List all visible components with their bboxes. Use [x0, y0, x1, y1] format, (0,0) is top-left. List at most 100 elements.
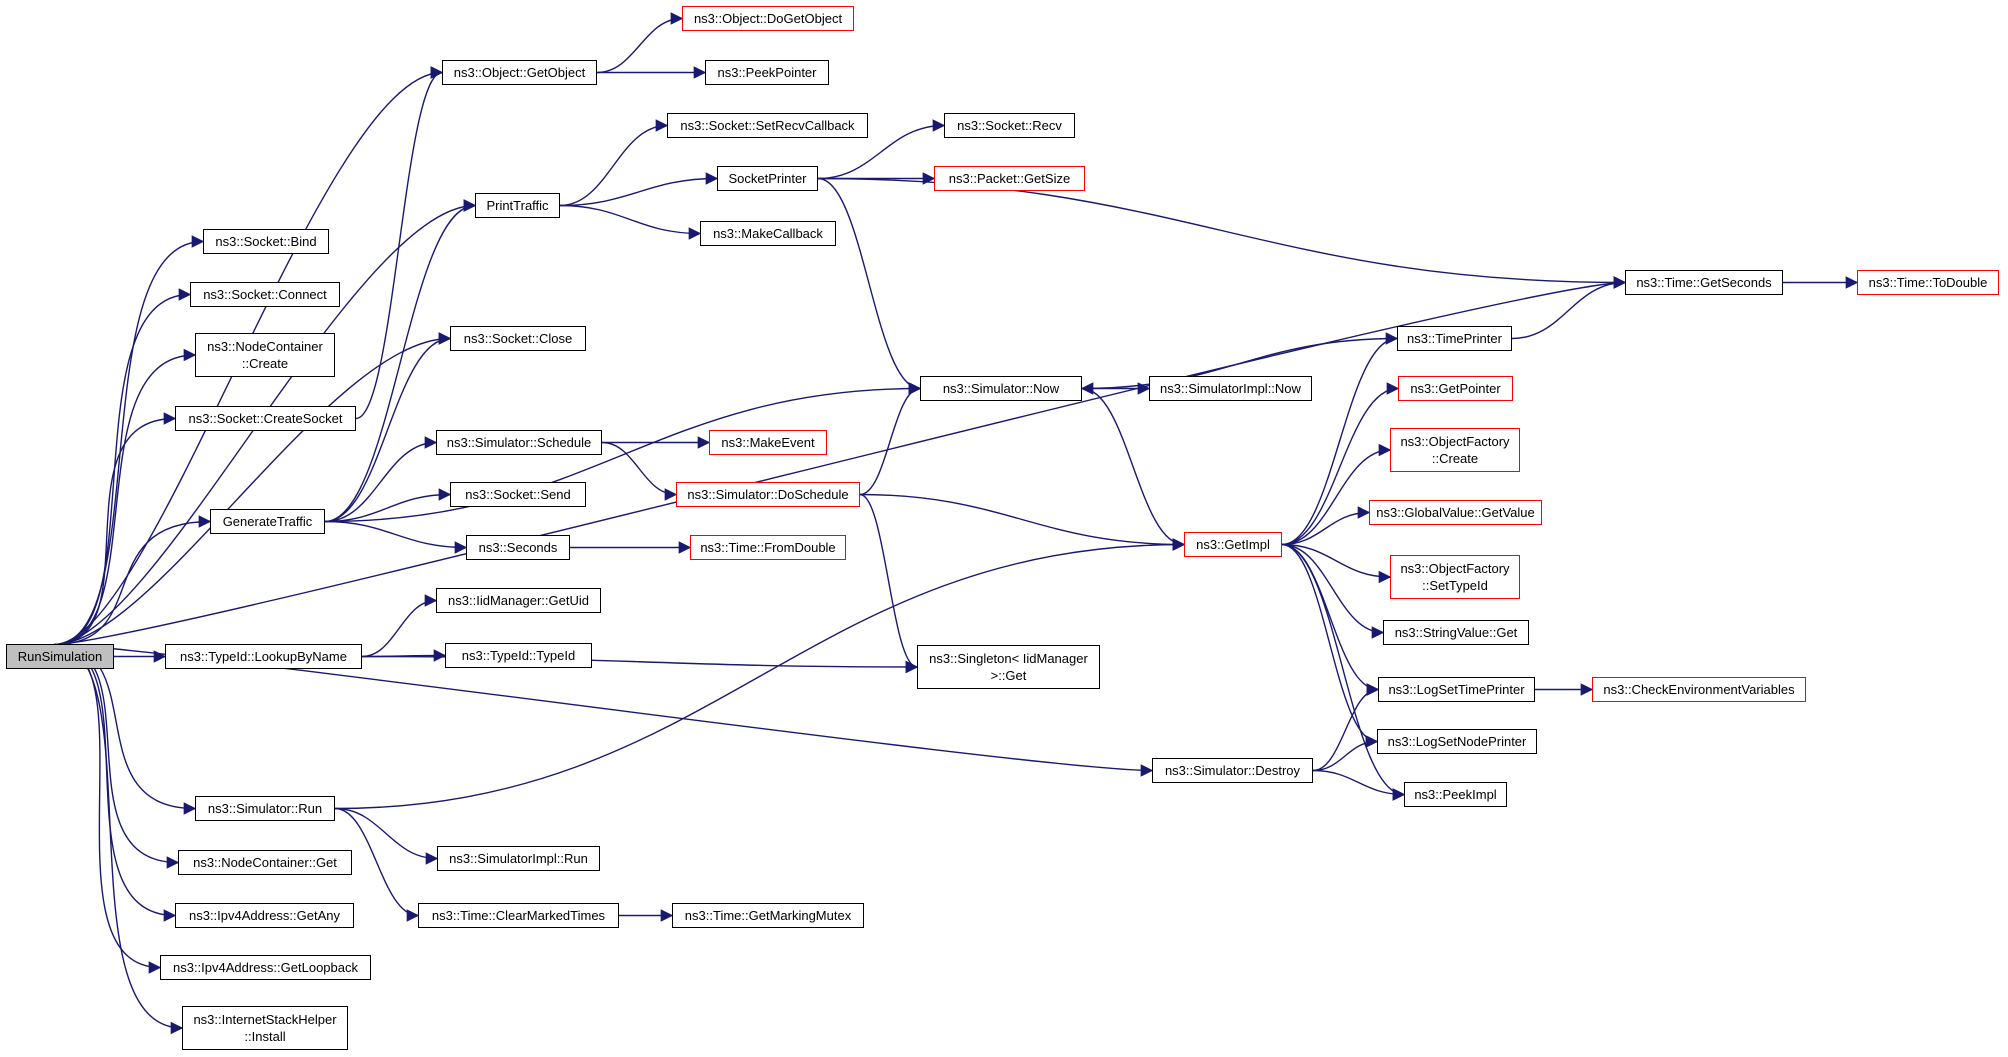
node-install[interactable]: ns3::InternetStackHelper::Install: [182, 1006, 348, 1050]
edge-schedule-to-doschedule: [601, 441, 678, 501]
node-nccreate[interactable]: ns3::NodeContainer::Create: [195, 333, 335, 377]
node-schedule[interactable]: ns3::Simulator::Schedule: [436, 430, 602, 455]
edge-root-to-getseconds: [53, 276, 1627, 646]
node-implnow[interactable]: ns3::SimulatorImpl::Now: [1149, 376, 1312, 401]
node-dogetobject[interactable]: ns3::Object::DoGetObject: [682, 6, 854, 31]
node-gentraffic[interactable]: GenerateTraffic: [210, 509, 325, 534]
node-makecallback[interactable]: ns3::MakeCallback: [700, 221, 836, 246]
edge-timeprinter-to-getseconds: [1511, 276, 1627, 340]
node-typeid[interactable]: ns3::TypeId::TypeId: [445, 643, 592, 668]
node-implrun[interactable]: ns3::SimulatorImpl::Run: [437, 846, 600, 871]
edge-sockprinter-to-simnow: [817, 177, 922, 395]
node-getseconds[interactable]: ns3::Time::GetSeconds: [1625, 270, 1783, 295]
node-gvgetvalue[interactable]: ns3::GlobalValue::GetValue: [1369, 500, 1542, 525]
edge-root-to-simrun: [53, 643, 197, 815]
node-label-line: ns3::Packet::GetSize: [948, 171, 1071, 186]
edge-root-to-ncget: [53, 643, 180, 869]
edge-getimpl-to-getpointer: [1281, 382, 1400, 546]
node-label-line: ns3::MakeCallback: [713, 226, 823, 241]
node-label-line: RunSimulation: [17, 649, 103, 664]
node-label-line: ns3::Socket::SetRecvCallback: [680, 118, 855, 133]
node-label-line: ns3::MakeEvent: [721, 435, 815, 450]
edge-printtraffic-to-makecallback: [559, 204, 702, 240]
node-getobject[interactable]: ns3::Object::GetObject: [442, 60, 597, 85]
node-timeprinter[interactable]: ns3::TimePrinter: [1397, 326, 1512, 351]
node-svget[interactable]: ns3::StringValue::Get: [1383, 620, 1529, 645]
node-ofcreate[interactable]: ns3::ObjectFactory::Create: [1390, 428, 1520, 472]
node-getimpl[interactable]: ns3::GetImpl: [1184, 532, 1282, 557]
node-close[interactable]: ns3::Socket::Close: [450, 326, 586, 351]
node-lognode[interactable]: ns3::LogSetNodePrinter: [1377, 729, 1537, 754]
edge-getobject-to-dogetobject: [596, 12, 684, 74]
edge-gentraffic-to-seconds: [324, 520, 468, 554]
node-label-line: ns3::Time::ToDouble: [1868, 275, 1988, 290]
node-bind[interactable]: ns3::Socket::Bind: [203, 229, 329, 254]
node-label-line: ns3::LogSetNodePrinter: [1387, 734, 1527, 749]
edge-doschedule-to-singleton: [859, 493, 919, 674]
node-recv[interactable]: ns3::Socket::Recv: [944, 113, 1075, 138]
node-destroy[interactable]: ns3::Simulator::Destroy: [1152, 758, 1313, 783]
node-todouble[interactable]: ns3::Time::ToDouble: [1857, 270, 1999, 295]
node-label-line: ::Create: [241, 356, 289, 371]
node-getpointer[interactable]: ns3::GetPointer: [1398, 376, 1513, 401]
node-logtime[interactable]: ns3::LogSetTimePrinter: [1378, 677, 1535, 702]
node-peekpointer[interactable]: ns3::PeekPointer: [705, 60, 829, 85]
node-checkenv[interactable]: ns3::CheckEnvironmentVariables: [1592, 677, 1806, 702]
edge-getimpl-to-lognode: [1281, 543, 1379, 748]
node-label-line: ns3::GlobalValue::GetValue: [1376, 505, 1535, 520]
node-simrun[interactable]: ns3::Simulator::Run: [195, 796, 335, 821]
node-label-line: ns3::SimulatorImpl::Run: [449, 851, 588, 866]
node-createsocket[interactable]: ns3::Socket::CreateSocket: [175, 406, 356, 431]
edge-simrun-to-implrun: [334, 807, 439, 865]
node-label-line: ::SetTypeId: [1422, 578, 1488, 593]
node-label-line: ns3::Socket::Bind: [215, 234, 317, 249]
node-lookup[interactable]: ns3::TypeId::LookupByName: [165, 644, 362, 669]
edge-destroy-to-lognode: [1312, 735, 1379, 772]
edge-gentraffic-to-send: [324, 488, 452, 523]
node-seconds[interactable]: ns3::Seconds: [466, 535, 570, 560]
node-label-line: ::Create: [1431, 451, 1479, 466]
node-ofsettypeid[interactable]: ns3::ObjectFactory::SetTypeId: [1390, 555, 1520, 599]
edge-getimpl-to-svget: [1281, 543, 1385, 639]
node-label-line: ns3::ObjectFactory: [1400, 561, 1510, 576]
edge-getimpl-to-timeprinter: [1281, 332, 1399, 546]
node-label-line: ns3::NodeContainer::Get: [193, 855, 337, 870]
node-printtraffic[interactable]: PrintTraffic: [475, 193, 560, 218]
edge-simnow-to-getimpl: [1081, 387, 1186, 551]
edge-root-to-connect: [53, 288, 192, 646]
node-label-line: ns3::InternetStackHelper: [193, 1012, 337, 1027]
edge-doschedule-to-simnow: [859, 382, 922, 496]
node-label-line: ns3::TypeId::TypeId: [461, 648, 576, 663]
node-getmarking[interactable]: ns3::Time::GetMarkingMutex: [672, 903, 864, 928]
node-label-line: ns3::TimePrinter: [1407, 331, 1502, 346]
node-setrecv[interactable]: ns3::Socket::SetRecvCallback: [667, 113, 868, 138]
edge-getimpl-to-logtime: [1281, 543, 1380, 696]
node-fromdouble[interactable]: ns3::Time::FromDouble: [690, 535, 846, 560]
node-label-line: ns3::Time::GetMarkingMutex: [684, 908, 852, 923]
node-label-line: ns3::Socket::Close: [463, 331, 573, 346]
node-label-line: ns3::TypeId::LookupByName: [180, 649, 347, 664]
edge-printtraffic-to-setrecv: [559, 119, 669, 207]
node-getuid[interactable]: ns3::IidManager::GetUid: [436, 588, 601, 613]
node-doschedule[interactable]: ns3::Simulator::DoSchedule: [676, 482, 860, 507]
node-singleton[interactable]: ns3::Singleton< IidManager>::Get: [917, 645, 1100, 689]
edge-root-to-gentraffic: [53, 515, 212, 646]
node-label-line: ns3::Simulator::Run: [207, 801, 323, 816]
node-sockprinter[interactable]: SocketPrinter: [717, 166, 818, 191]
node-simnow[interactable]: ns3::Simulator::Now: [920, 376, 1082, 401]
node-peekimpl[interactable]: ns3::PeekImpl: [1404, 782, 1507, 807]
edge-root-to-destroy: [53, 643, 1154, 777]
node-connect[interactable]: ns3::Socket::Connect: [190, 282, 340, 307]
node-clearmarked[interactable]: ns3::Time::ClearMarkedTimes: [418, 903, 619, 928]
node-send[interactable]: ns3::Socket::Send: [450, 482, 586, 507]
node-label-line: ns3::Socket::CreateSocket: [188, 411, 343, 426]
node-ncget[interactable]: ns3::NodeContainer::Get: [178, 850, 352, 875]
edge-destroy-to-peekimpl: [1312, 769, 1406, 801]
node-getany[interactable]: ns3::Ipv4Address::GetAny: [175, 903, 354, 928]
node-getloop[interactable]: ns3::Ipv4Address::GetLoopback: [160, 955, 371, 980]
node-getsize[interactable]: ns3::Packet::GetSize: [934, 166, 1085, 191]
node-makeevent[interactable]: ns3::MakeEvent: [709, 430, 827, 455]
edge-getimpl-to-gvgetvalue: [1281, 506, 1371, 546]
node-root[interactable]: RunSimulation: [6, 644, 114, 669]
